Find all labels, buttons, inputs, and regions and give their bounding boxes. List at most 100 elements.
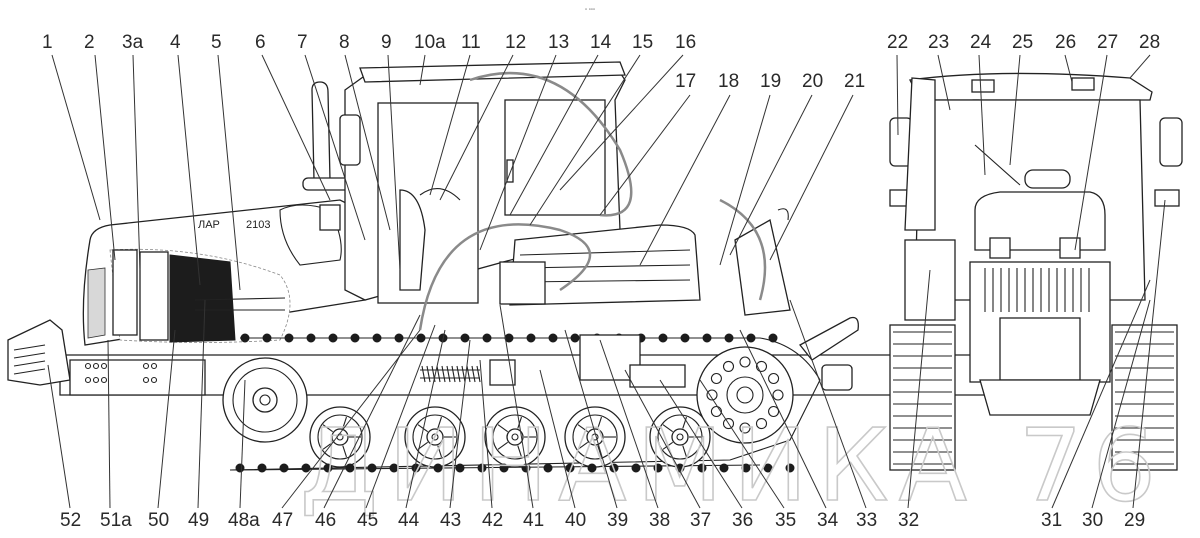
- callout-7: 7: [297, 32, 308, 53]
- callout-4: 4: [170, 32, 181, 53]
- grouser-bolt: [702, 333, 712, 343]
- road-wheel: [649, 406, 711, 468]
- grouser-bolt: [455, 463, 465, 473]
- leader-line: [978, 54, 986, 176]
- side-view: ЛАР 2103: [7, 61, 1041, 473]
- engine-shaft: [194, 297, 286, 311]
- grouser-bolt: [279, 463, 289, 473]
- sprocket-hole: [768, 405, 780, 418]
- callout-34: 34: [817, 510, 839, 531]
- idler-wheel: [222, 357, 308, 443]
- callout-30: 30: [1082, 510, 1103, 531]
- cab-roof: [359, 61, 626, 83]
- callout-13: 13: [548, 32, 569, 53]
- spring-coil: [461, 365, 466, 383]
- grouser-bolt: [416, 333, 426, 343]
- leader-line: [323, 314, 421, 509]
- callout-47: 47: [272, 510, 293, 531]
- callout-17: 17: [675, 71, 696, 92]
- leader-line: [479, 359, 493, 509]
- grouser-bolt: [394, 333, 404, 343]
- door-handle: [506, 159, 514, 183]
- leader-line: [729, 94, 813, 256]
- spring-coil: [466, 365, 471, 383]
- grouser-bolt: [565, 463, 575, 473]
- leader-line: [197, 299, 206, 509]
- callout-35: 35: [775, 510, 796, 531]
- battery-box: [499, 261, 546, 305]
- callouts-top: 1 2 3а 4 5 6 7 8 9 10а 11 12 13 14 15 16…: [42, 32, 1160, 92]
- grouser-bolt: [653, 463, 663, 473]
- road-wheels: [309, 406, 711, 468]
- hydraulic-hose-rear: [719, 198, 767, 301]
- grouser-bolt: [658, 333, 668, 343]
- grouser-bolt: [350, 333, 360, 343]
- leader-line: [51, 54, 101, 221]
- front-cab-roof: [909, 72, 1153, 101]
- leader-line: [479, 54, 557, 251]
- callout-45: 45: [357, 510, 378, 531]
- callout-31: 31: [1041, 510, 1062, 531]
- sprocket-holes: [706, 356, 784, 434]
- callout-51a: 51а: [100, 510, 132, 531]
- grouser-bolt: [433, 463, 443, 473]
- callout-26: 26: [1055, 32, 1076, 53]
- callout-22: 22: [887, 32, 908, 53]
- rear-fender-tank: [509, 224, 701, 306]
- grouser-bolt: [680, 333, 690, 343]
- front-view: [889, 72, 1183, 471]
- sprocket-hole: [710, 405, 722, 418]
- leader-line: [1074, 54, 1108, 251]
- watermark: ДИНАМИКА 76: [300, 407, 1166, 524]
- grouser-bolt: [323, 463, 333, 473]
- roof-lamp-right: [1071, 77, 1095, 91]
- leader-line: [599, 94, 691, 216]
- callout-11: 11: [461, 32, 481, 53]
- hood-brand: ЛАР: [198, 219, 220, 231]
- callout-50: 50: [148, 510, 169, 531]
- callout-5: 5: [211, 32, 222, 53]
- callout-15: 15: [632, 32, 653, 53]
- spring-coil: [476, 365, 481, 383]
- grouser-bolt: [477, 463, 487, 473]
- spring-coil: [441, 365, 446, 383]
- grouser-bolt: [543, 463, 553, 473]
- front-counterweight: [999, 317, 1081, 381]
- leader-line: [365, 324, 436, 509]
- sprocket-hole: [739, 422, 751, 434]
- engine-block: [169, 254, 236, 343]
- leader-line: [937, 54, 951, 111]
- grouser-bolt: [389, 463, 399, 473]
- tank-lines: [519, 249, 691, 283]
- spring-coil: [451, 365, 456, 383]
- callout-32: 32: [898, 510, 919, 531]
- leader-line: [261, 54, 331, 201]
- radiator: [112, 249, 138, 336]
- leader-line: [1051, 279, 1151, 509]
- wiper-arm: [974, 144, 1021, 186]
- leader-line: [624, 369, 701, 509]
- sprocket-hole: [739, 356, 751, 368]
- leader-line: [449, 339, 471, 509]
- callout-12: 12: [505, 32, 526, 53]
- leader-line: [419, 54, 426, 86]
- front-mirror-right: [1159, 117, 1183, 167]
- grouser-bolt: [609, 463, 619, 473]
- callout-10a: 10а: [414, 32, 446, 53]
- work-light-right: [1154, 189, 1180, 207]
- grouser-bolt: [372, 333, 382, 343]
- grouser-bolt: [570, 333, 580, 343]
- hood-swoop: [279, 204, 342, 266]
- grouser-bolt: [741, 463, 751, 473]
- callout-21: 21: [844, 71, 865, 92]
- leader-line: [1009, 54, 1021, 166]
- callout-14: 14: [590, 32, 612, 53]
- leader-line: [1132, 199, 1166, 509]
- callout-25: 25: [1012, 32, 1033, 53]
- callout-23: 23: [928, 32, 949, 53]
- leader-line: [405, 329, 446, 509]
- callout-1: 1: [42, 32, 53, 53]
- spring-coil: [471, 365, 476, 383]
- leader-line: [699, 379, 785, 509]
